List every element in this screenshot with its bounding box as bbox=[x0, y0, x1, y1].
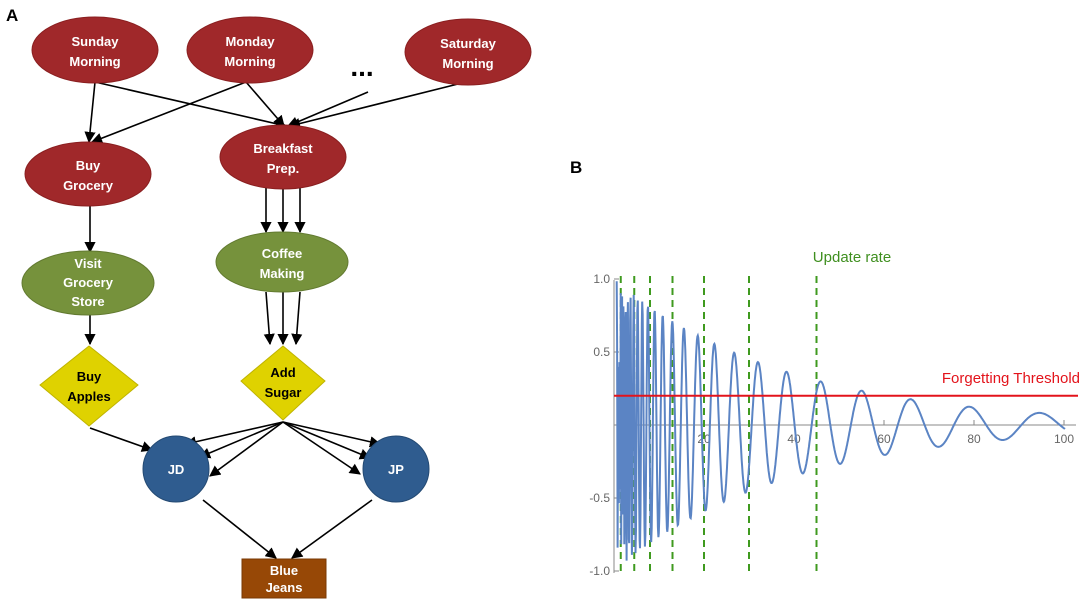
edge-monday-buygrocery bbox=[90, 81, 247, 144]
chart-series-line bbox=[615, 281, 1066, 561]
node-monday-morning: Monday Morning bbox=[186, 16, 314, 84]
edge-monday-breakfast bbox=[245, 81, 285, 127]
node-add-sugar-line1: Add bbox=[270, 365, 295, 380]
edge-sugar-jp-2 bbox=[282, 421, 372, 460]
node-blue-jeans-line2: Jeans bbox=[266, 580, 303, 595]
node-sunday-morning-line1: Sunday bbox=[72, 34, 120, 49]
node-jd-text: JD bbox=[168, 462, 185, 477]
edge-apples-jd bbox=[89, 427, 154, 452]
node-buy-grocery-line1: Buy bbox=[76, 158, 101, 173]
chart-x-tick-label: 100 bbox=[1054, 432, 1074, 446]
node-add-sugar-line2: Sugar bbox=[265, 385, 302, 400]
panel-a-label: A bbox=[6, 6, 19, 25]
node-saturday-morning-line2: Morning bbox=[442, 56, 493, 71]
edge-sugar-jp-3 bbox=[282, 421, 361, 475]
chart-y-tick-label: 1.0 bbox=[593, 272, 610, 286]
node-buy-grocery: Buy Grocery bbox=[24, 141, 152, 207]
node-add-sugar: Add Sugar bbox=[240, 345, 326, 421]
node-ellipsis: ... bbox=[350, 51, 373, 82]
node-visit-grocery-store-line1: Visit bbox=[74, 256, 102, 271]
node-buy-apples-line2: Apples bbox=[67, 389, 110, 404]
edge-sunday-buygrocery bbox=[84, 81, 96, 144]
node-visit-grocery-store: Visit Grocery Store bbox=[21, 250, 155, 316]
node-saturday-morning-line1: Saturday bbox=[440, 36, 496, 51]
node-sunday-morning: Sunday Morning bbox=[31, 16, 159, 84]
diagram-edges bbox=[84, 81, 459, 559]
chart-y-tick-label: -0.5 bbox=[589, 491, 610, 505]
node-breakfast-prep-line1: Breakfast bbox=[253, 141, 313, 156]
edge-coffee-sugar-1 bbox=[263, 291, 275, 346]
edge-sugar-jd-2 bbox=[198, 421, 284, 459]
node-saturday-morning: Saturday Morning bbox=[404, 18, 532, 86]
node-jp-text: JP bbox=[388, 462, 404, 477]
node-coffee-making: Coffee Making bbox=[215, 231, 349, 293]
node-blue-jeans-line1: Blue bbox=[270, 563, 298, 578]
node-monday-morning-line1: Monday bbox=[225, 34, 275, 49]
node-coffee-making-line2: Making bbox=[260, 266, 305, 281]
node-buy-apples-line1: Buy bbox=[77, 369, 102, 384]
chart-x-tick-label: 80 bbox=[967, 432, 981, 446]
edge-ellipsis-breakfast bbox=[286, 91, 369, 128]
node-buy-grocery-line2: Grocery bbox=[63, 178, 114, 193]
node-buy-apples: Buy Apples bbox=[39, 345, 139, 427]
chart-y-tick-label: -1.0 bbox=[589, 564, 610, 578]
edge-coffee-sugar-3 bbox=[291, 291, 303, 346]
chart-threshold-label: Forgetting Threshold bbox=[942, 370, 1080, 387]
node-blue-jeans: Blue Jeans bbox=[241, 558, 327, 599]
node-breakfast-prep: Breakfast Prep. bbox=[219, 124, 347, 190]
edge-sugar-jd-3 bbox=[209, 421, 284, 477]
panel-b-chart: 1.00.5-0.5-1.0 20406080100 Update rate F… bbox=[589, 249, 1080, 578]
node-visit-grocery-store-line2: Grocery bbox=[63, 275, 114, 290]
chart-x-tick-label: 40 bbox=[787, 432, 801, 446]
panel-b-label: B bbox=[570, 158, 583, 177]
node-monday-morning-line2: Morning bbox=[224, 54, 275, 69]
edge-sugar-jd-1 bbox=[184, 421, 284, 448]
chart-y-tick-label: 0.5 bbox=[593, 345, 610, 359]
node-visit-grocery-store-line3: Store bbox=[71, 294, 104, 309]
edge-jd-bluejeans bbox=[202, 499, 277, 559]
node-sunday-morning-line2: Morning bbox=[69, 54, 120, 69]
chart-update-rate-label: Update rate bbox=[813, 249, 891, 266]
chart-x-ticks: 20406080100 bbox=[697, 420, 1074, 446]
node-coffee-making-line1: Coffee bbox=[262, 246, 302, 261]
chart-y-ticks: 1.0 0.5 -0.5 -1.0 bbox=[589, 272, 619, 578]
node-breakfast-prep-line2: Prep. bbox=[267, 161, 300, 176]
chart-x-tick-label: 60 bbox=[877, 432, 891, 446]
edge-jp-bluejeans bbox=[291, 499, 373, 559]
node-jd: JD bbox=[142, 435, 210, 503]
edge-sugar-jp-1 bbox=[282, 421, 382, 448]
node-jp: JP bbox=[362, 435, 430, 503]
edge-saturday-breakfast bbox=[288, 83, 459, 129]
